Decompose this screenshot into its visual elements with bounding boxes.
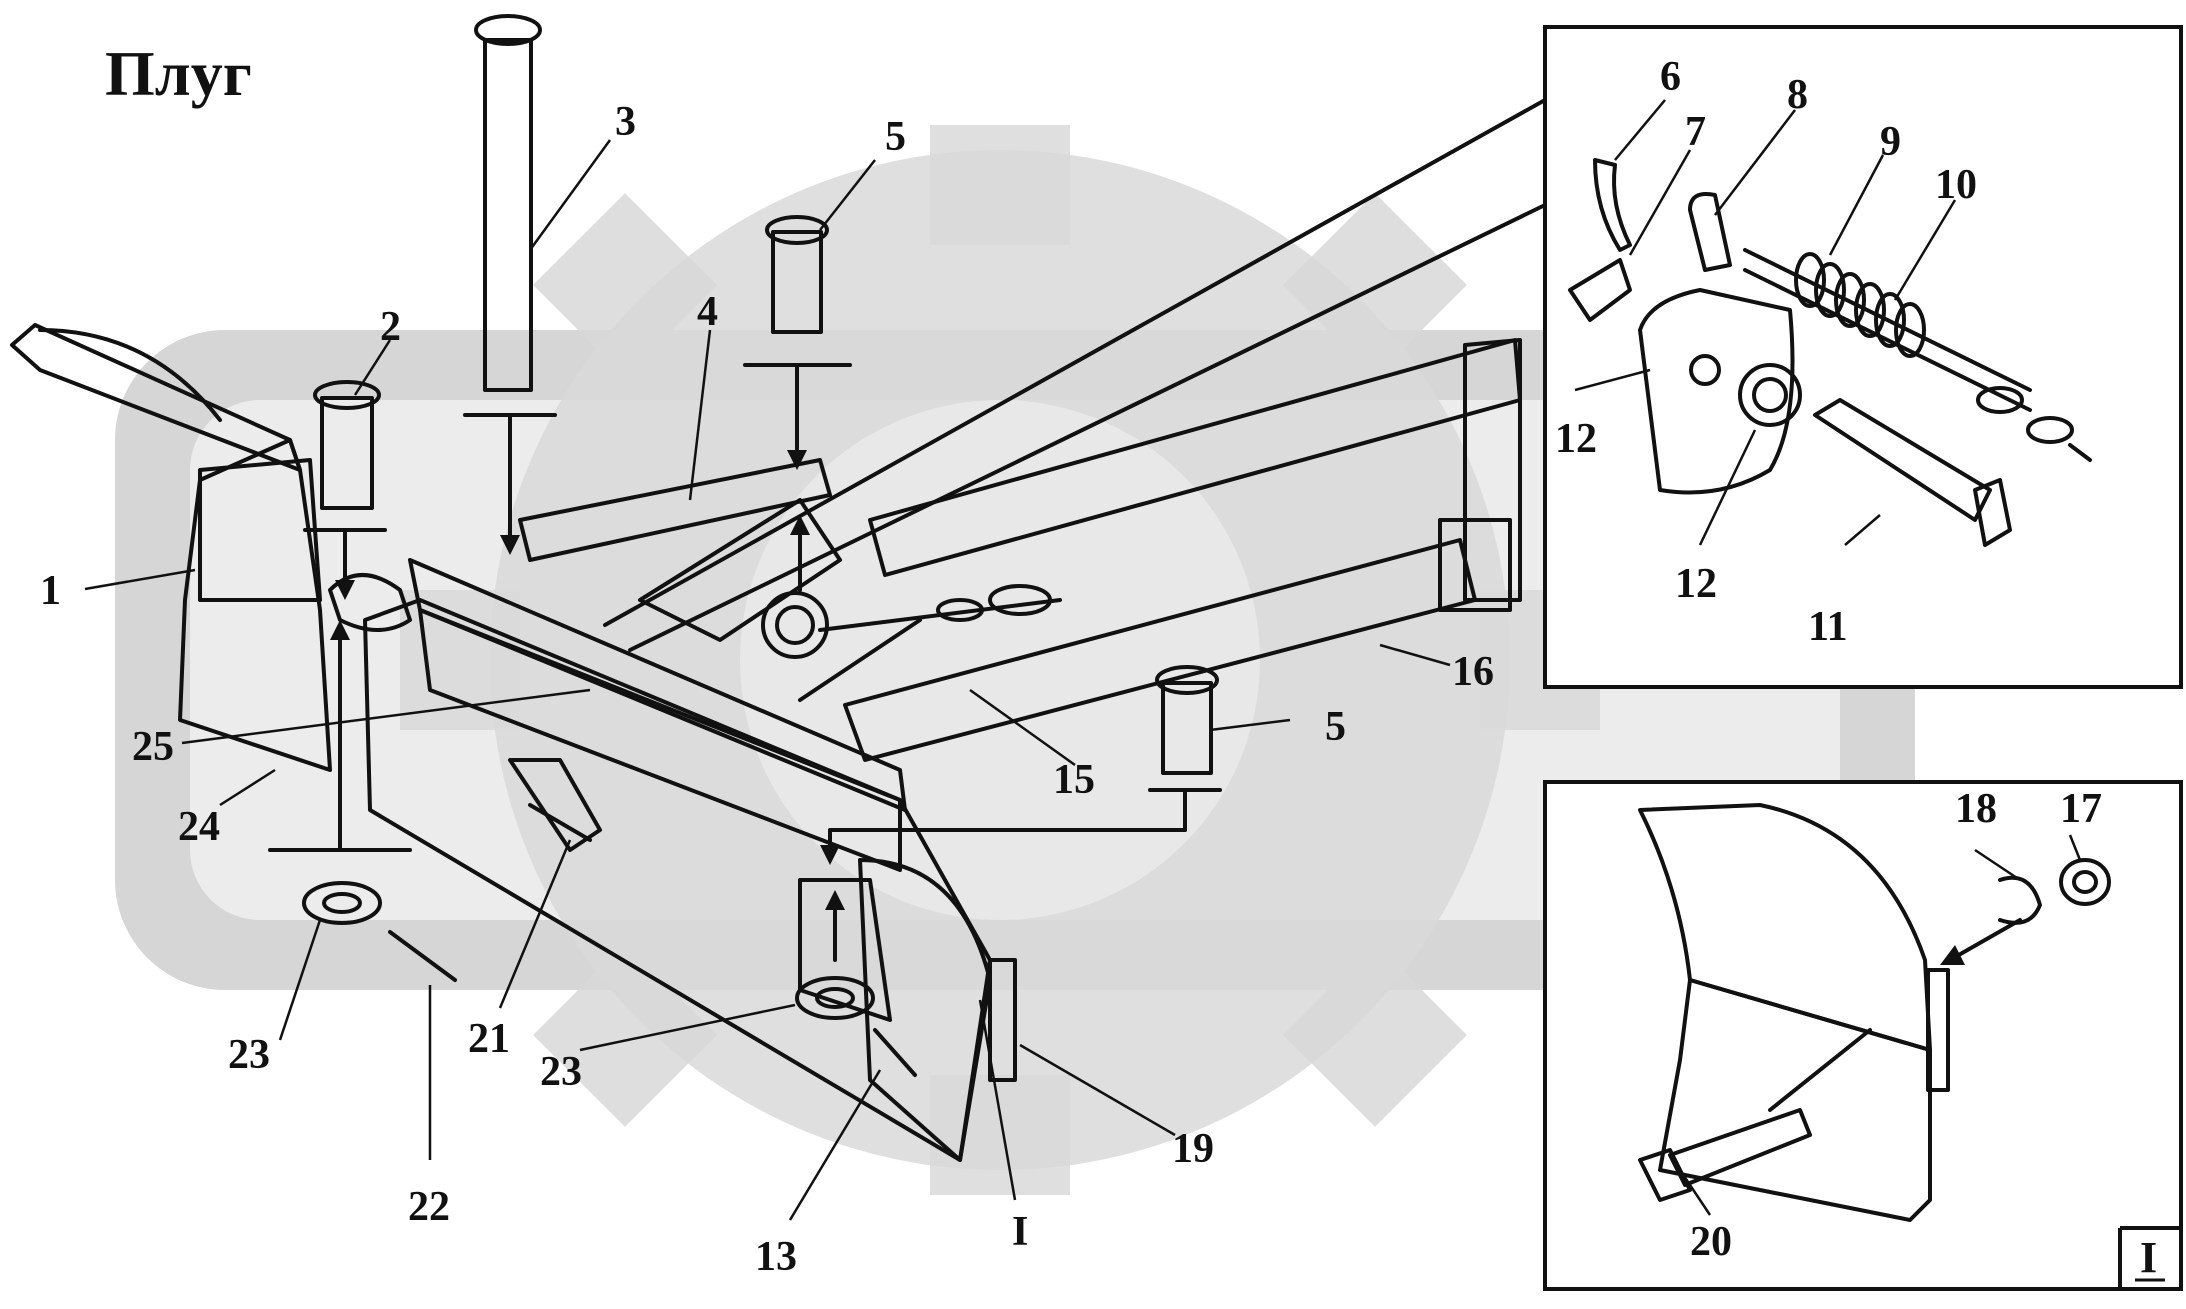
callout-13: 13	[755, 1234, 797, 1280]
detail-box-bottom	[1543, 780, 2183, 1291]
callout-20: 20	[1690, 1219, 1732, 1265]
cotter-pin-13	[873, 1028, 917, 1077]
bushing-2	[313, 380, 381, 510]
callout-11: 11	[1808, 604, 1848, 650]
chain	[798, 584, 1062, 702]
washer-23-right	[795, 976, 875, 1020]
callout-25: 25	[132, 724, 174, 770]
callout-22: 22	[408, 1184, 450, 1230]
left-wing-blade	[10, 323, 332, 772]
pin-3	[474, 14, 542, 392]
callout-1: 1	[40, 568, 61, 614]
callout-3: 3	[615, 99, 636, 145]
callout-16: 16	[1452, 649, 1494, 695]
pivot-mount	[638, 498, 842, 659]
callout-19: 19	[1172, 1126, 1214, 1172]
detail-box-top	[1543, 25, 2183, 689]
cotter-pin-21	[528, 803, 592, 842]
main-blade	[328, 558, 1017, 1162]
callout-5-top: 5	[885, 114, 906, 160]
callout-18: 18	[1955, 786, 1997, 832]
callout-leaders	[84, 99, 2082, 1221]
callout-12-bottom: 12	[1675, 561, 1717, 607]
diagram-title: Плуг	[105, 38, 252, 109]
callout-4: 4	[697, 289, 718, 335]
callout-23-left: 23	[228, 1032, 270, 1078]
callout-12-left: 12	[1555, 416, 1597, 462]
callout-15: 15	[1053, 757, 1095, 803]
callout-detail-I: I	[1012, 1209, 1028, 1255]
bushing-5-lower	[1155, 665, 1219, 775]
callout-8: 8	[1787, 72, 1808, 118]
bushing-5-top	[765, 215, 829, 334]
callout-6: 6	[1660, 54, 1681, 100]
detail-leaders	[603, 98, 1547, 652]
callout-23-right: 23	[540, 1049, 582, 1095]
inset-mark: I	[2140, 1233, 2157, 1282]
washer-23-left	[302, 881, 382, 925]
cotter-pin-22	[388, 930, 457, 982]
callout-10: 10	[1935, 162, 1977, 208]
plough-frame	[518, 338, 1522, 762]
callout-17: 17	[2060, 786, 2102, 832]
callout-2: 2	[380, 304, 401, 350]
callout-5-lower: 5	[1325, 704, 1346, 750]
callout-24: 24	[178, 804, 220, 850]
callout-7: 7	[1685, 109, 1706, 155]
callout-21: 21	[468, 1016, 510, 1062]
assembly-axes	[268, 363, 1222, 962]
callout-9: 9	[1880, 119, 1901, 165]
